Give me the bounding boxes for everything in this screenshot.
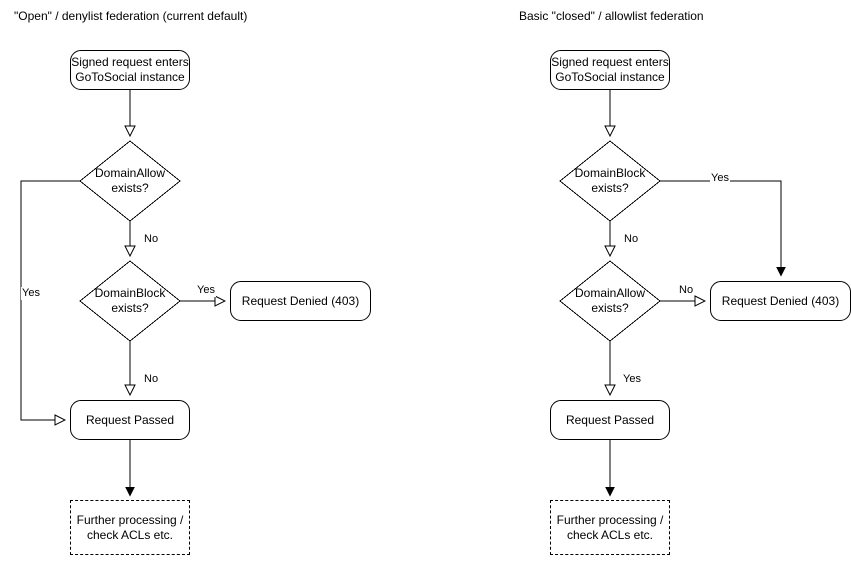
further-line-2-right: check ACLs etc. (566, 527, 654, 542)
node-request-denied: Request Denied (403) (230, 281, 371, 321)
edge-label-allow-no-right: No (678, 284, 695, 297)
decision-domain-block-shape-right (559, 140, 661, 222)
edge-allow-yes-to-passed (20, 180, 80, 420)
further-line-1: Further processing / (76, 512, 184, 527)
node-signed-request-entry-right: Signed request enters GoToSocial instanc… (550, 50, 670, 90)
node-further-processing-right: Further processing / check ACLs etc. (550, 500, 670, 555)
edge-label-allow-no: No (143, 233, 160, 246)
edge-block-yes-to-denied-right (660, 180, 781, 275)
edge-label-block-no: No (143, 373, 160, 386)
further-line-2: check ACLs etc. (86, 527, 174, 542)
entry-line-2-right: GoToSocial instance (555, 70, 665, 84)
diagram-title-closed-allowlist: Basic "closed" / allowlist federation (519, 9, 704, 23)
decision-domain-allow-shape-right (559, 260, 661, 342)
edge-label-block-yes: Yes (196, 284, 216, 297)
edge-label-allow-yes: Yes (21, 287, 41, 300)
edge-label-allow-yes-right: Yes (622, 373, 642, 386)
further-line-1-right: Further processing / (556, 512, 664, 527)
edge-label-block-no-right: No (623, 233, 640, 246)
edge-label-block-yes-right: Yes (710, 172, 730, 185)
diagram-title-open-denylist: "Open" / denylist federation (current de… (14, 9, 248, 23)
entry-line-1: Signed request enters (71, 55, 189, 69)
decision-domain-block-shape (79, 260, 181, 342)
decision-domain-allow-shape (79, 140, 181, 222)
node-further-processing: Further processing / check ACLs etc. (70, 500, 190, 555)
entry-line-1-right: Signed request enters (551, 55, 669, 69)
node-request-denied-right: Request Denied (403) (710, 281, 851, 321)
node-request-passed-right: Request Passed (550, 400, 670, 440)
node-request-passed: Request Passed (70, 400, 190, 440)
node-signed-request-entry: Signed request enters GoToSocial instanc… (70, 50, 190, 90)
entry-line-2: GoToSocial instance (75, 70, 185, 84)
